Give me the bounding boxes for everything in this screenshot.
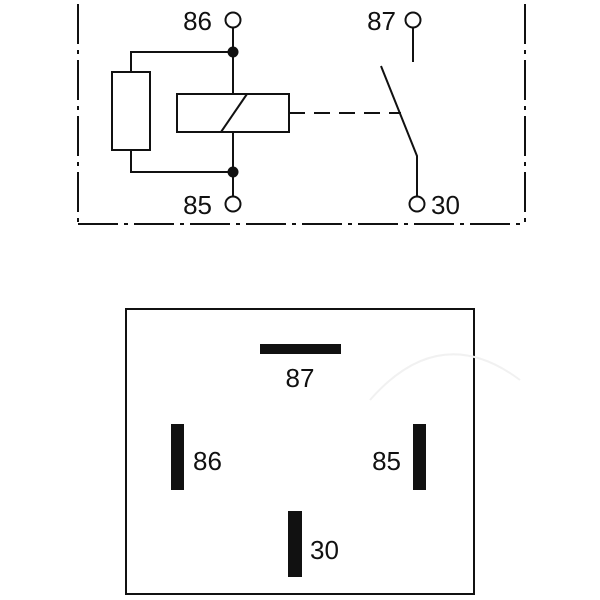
pin-85 xyxy=(413,424,426,490)
relay-pinout xyxy=(125,308,521,595)
pin-86 xyxy=(171,424,184,490)
pin-label-86: 86 xyxy=(193,446,222,476)
terminal-30-circle xyxy=(408,195,426,213)
coil-diagonal xyxy=(220,93,248,133)
label-30: 30 xyxy=(431,190,460,220)
relay-housing xyxy=(125,308,475,595)
junction-dot-top xyxy=(227,46,239,58)
watermark-arc xyxy=(369,353,521,401)
label-87: 87 xyxy=(367,6,396,36)
terminal-85-circle xyxy=(224,195,242,213)
pin-label-85: 85 xyxy=(372,446,401,476)
label-85: 85 xyxy=(183,190,212,220)
pin-30 xyxy=(288,511,302,577)
terminal-86-circle xyxy=(224,11,242,29)
switch-contact xyxy=(380,65,418,196)
pin-label-30: 30 xyxy=(310,535,339,565)
pin-label-87: 87 xyxy=(286,363,315,393)
label-86: 86 xyxy=(183,6,212,36)
junction-dot-bottom xyxy=(227,166,239,178)
resistor xyxy=(111,71,151,151)
pin-87 xyxy=(260,344,341,354)
coil-wiring xyxy=(130,28,234,196)
relay-schematic xyxy=(77,4,526,225)
terminal-87-circle xyxy=(404,11,422,29)
schematic-frame xyxy=(77,4,526,225)
